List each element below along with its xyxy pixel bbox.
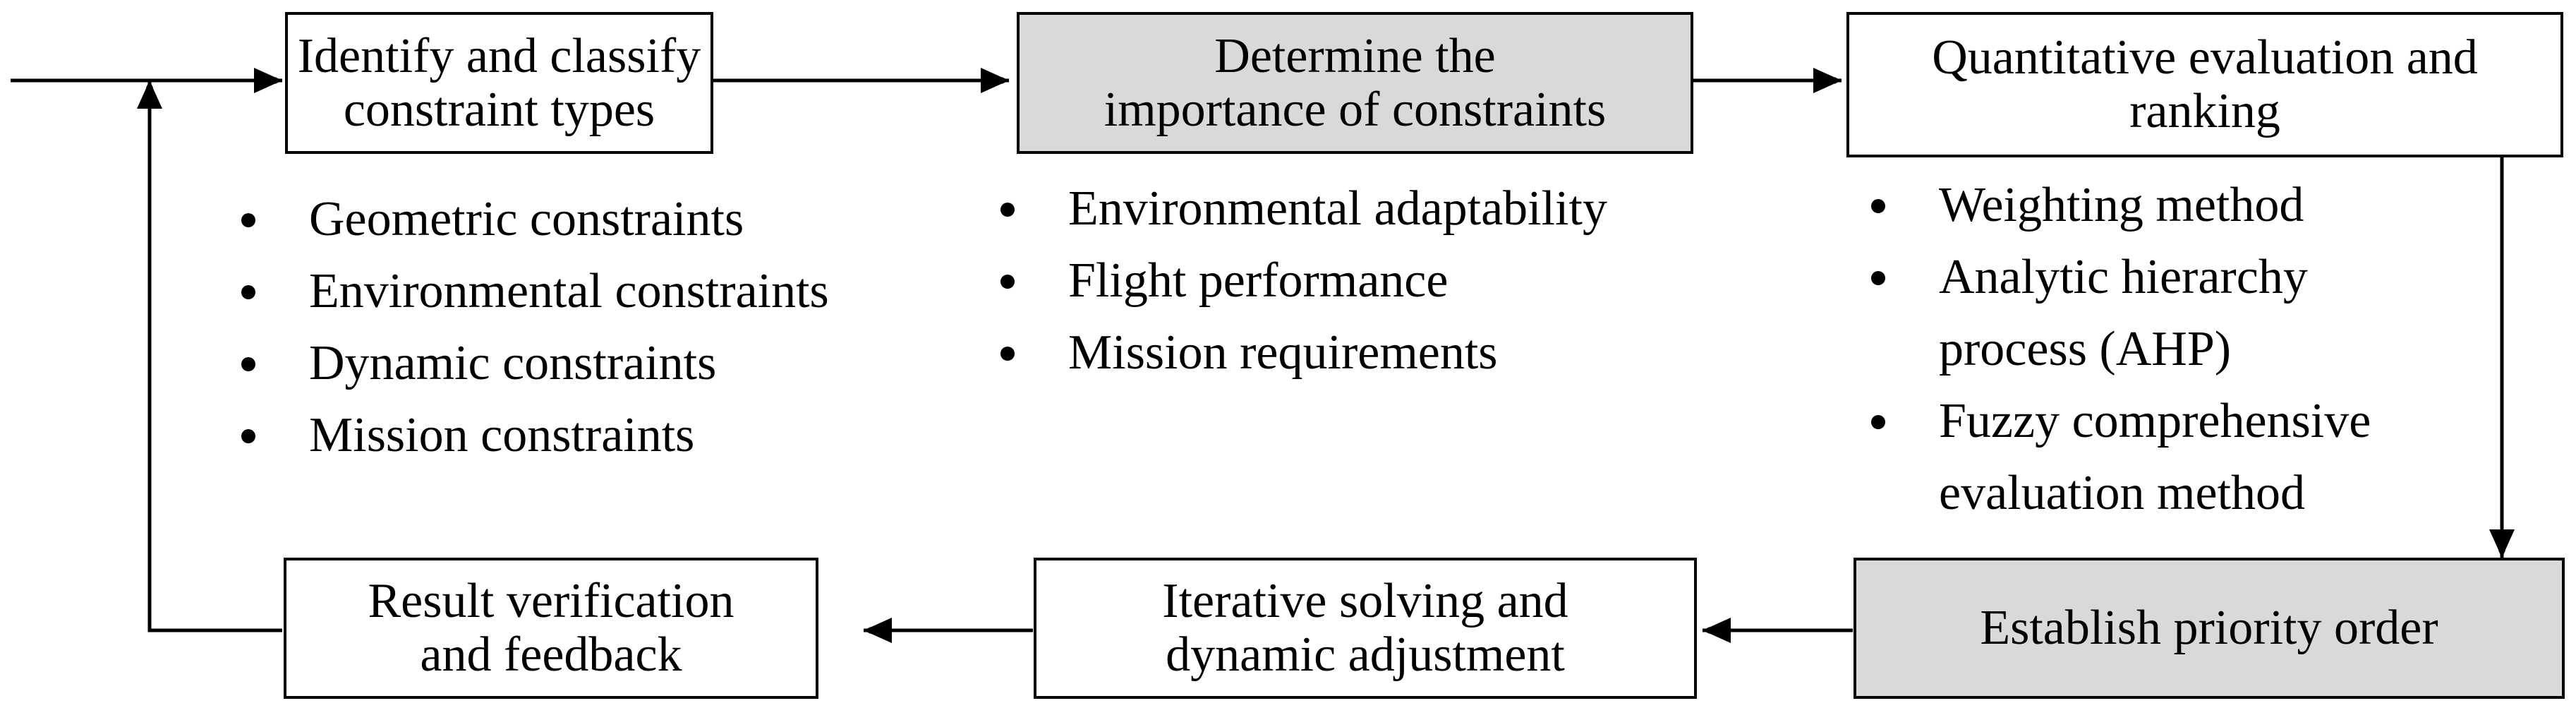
arrowheads (137, 68, 2515, 643)
step-identify-line-1: Identify and classify (297, 28, 701, 83)
list-item: Environmental adaptability (992, 173, 1607, 245)
step-iterate-box: Iterative solving and dynamic adjustment (1034, 558, 1697, 699)
step-identify-line-2: constraint types (343, 82, 655, 137)
feedback-loop-line (146, 80, 282, 632)
list-item: Geometric constraints (233, 184, 829, 256)
importance-factors-list: Environmental adaptability Flight perfor… (992, 173, 1607, 389)
step-iterate-line-1: Iterative solving and (1162, 574, 1568, 628)
step-priority-line-1: Establish priority order (1980, 601, 2438, 655)
step-verify-line-1: Result verification (368, 574, 734, 628)
step-iterate-line-2: dynamic adjustment (1166, 628, 1565, 682)
constraint-types-list: Geometric constraints Environmental cons… (233, 184, 829, 472)
step-verify-line-2: and feedback (420, 628, 682, 682)
list-item: Flight performance (992, 245, 1607, 317)
list-item: Dynamic constraints (233, 328, 829, 400)
list-item: Weighting method (1863, 169, 2371, 241)
list-item: Mission requirements (992, 317, 1607, 389)
step-verify-box: Result verification and feedback (284, 558, 818, 699)
step-identify-box: Identify and classify constraint types (285, 12, 713, 154)
step-evaluate-box: Quantitative evaluation and ranking (1846, 12, 2563, 157)
step-importance-line-2: importance of constraints (1103, 82, 1607, 137)
step-priority-box: Establish priority order (1854, 558, 2565, 699)
step-evaluate-line-2: ranking (2129, 84, 2280, 138)
list-item: Environmental constraints (233, 256, 829, 328)
list-item: Mission constraints (233, 400, 829, 472)
step-importance-box: Determine the importance of constraints (1017, 12, 1693, 154)
step-evaluate-line-1: Quantitative evaluation and (1932, 30, 2478, 85)
step-importance-line-1: Determine the (1214, 28, 1496, 83)
